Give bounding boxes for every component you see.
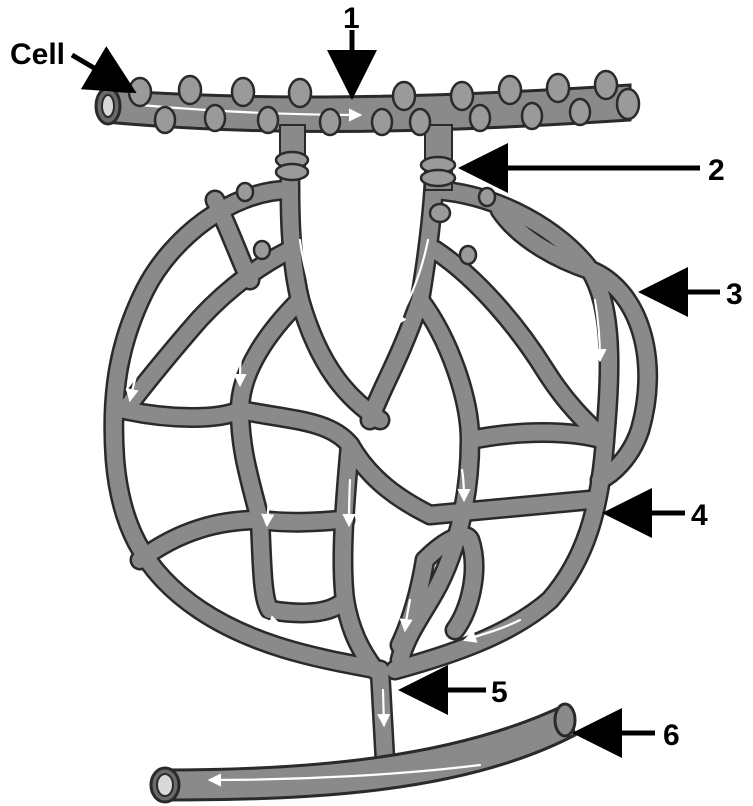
venule (151, 704, 575, 802)
label-4: 4 (691, 499, 708, 532)
label-2: 2 (708, 154, 725, 187)
label-5: 5 (491, 676, 508, 709)
label-cell: Cell (10, 38, 65, 71)
label-1: 1 (343, 2, 360, 35)
arrow-cell (72, 55, 128, 88)
capillary-network (114, 150, 648, 760)
label-6: 6 (663, 719, 680, 752)
label-3: 3 (726, 278, 743, 311)
